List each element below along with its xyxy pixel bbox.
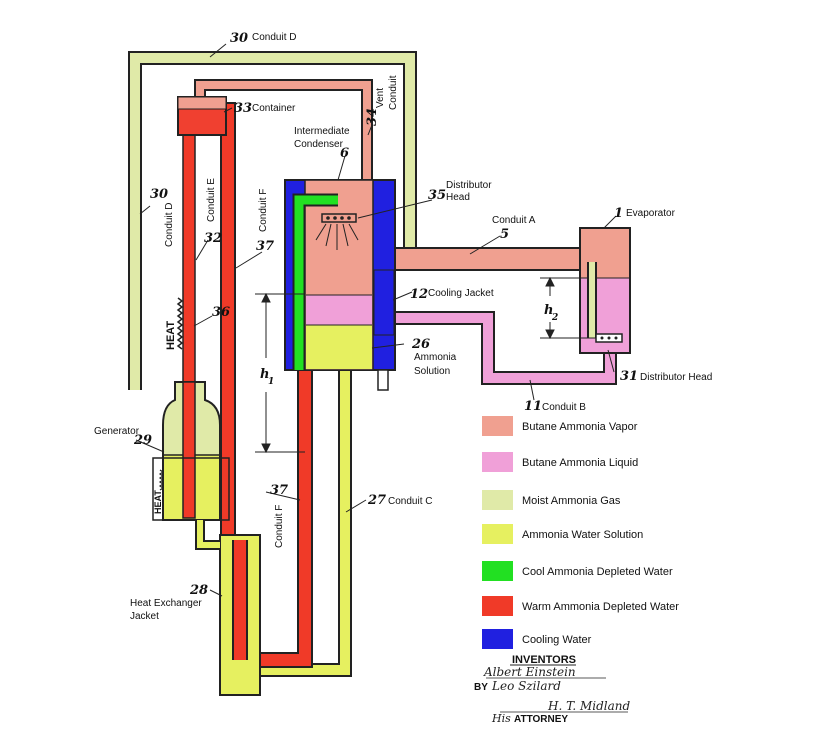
label-conduit-d-top: Conduit D — [252, 32, 296, 43]
label-28-num: 28 — [189, 583, 208, 598]
label-34-num: 34 — [365, 108, 380, 126]
signature-block: INVENTORS Albert Einstein Leo Szilard BY… — [474, 654, 630, 725]
leader-lines — [135, 43, 617, 597]
label-27-num: 27 — [367, 493, 386, 508]
label-conduit-d-left: Conduit D — [164, 203, 175, 247]
signature-attorney: H. T. Midland — [547, 699, 630, 713]
legend-swatch — [482, 596, 513, 616]
legend-swatch — [482, 524, 513, 544]
label-11-num: 11 — [524, 399, 542, 414]
conduit-a — [369, 247, 583, 271]
generator-29 — [152, 381, 230, 521]
label-heat-bottom: HEAT — [153, 490, 163, 514]
label-ammonia: Ammonia — [414, 352, 457, 363]
heat-exchanger-jacket — [195, 520, 261, 696]
label-vent: Vent — [375, 88, 386, 108]
h1-marker — [255, 292, 305, 454]
legend-label: Moist Ammonia Gas — [522, 495, 621, 507]
label-31-num: 31 — [620, 369, 638, 384]
label-inventors: INVENTORS — [512, 654, 576, 666]
label-distributor-head: Head — [446, 192, 470, 203]
legend-label: Ammonia Water Solution — [522, 529, 643, 541]
label-37-top-num: 37 — [256, 239, 274, 254]
label-container: Container — [252, 103, 296, 114]
label-vent-conduit: Conduit — [388, 75, 399, 110]
legend-swatch — [482, 561, 513, 581]
label-37-bottom-num: 37 — [270, 483, 288, 498]
label-cooling-jacket: Cooling Jacket — [428, 288, 494, 299]
legend-label: Butane Ammonia Liquid — [522, 457, 638, 469]
spray-lines — [315, 223, 359, 250]
container-33 — [177, 96, 227, 136]
label-generator: Generator — [94, 426, 140, 437]
label-30-left-num: 30 — [150, 187, 168, 202]
label-hx-line2: Jacket — [130, 611, 159, 622]
label-h2: h — [544, 303, 553, 318]
label-conduit-e: Conduit E — [206, 178, 217, 222]
label-5-num: 5 — [500, 227, 509, 242]
label-solution: Solution — [414, 366, 450, 377]
vent-conduit — [194, 79, 373, 180]
signature-inventor-1: Albert Einstein — [483, 665, 576, 679]
label-conduit-c: Conduit C — [388, 496, 432, 507]
label-conduit-f-bottom: Conduit F — [274, 505, 285, 548]
heat-zigzag-top — [176, 297, 184, 350]
label-36-num: 36 — [212, 305, 230, 320]
label-conduit-b: Conduit B — [542, 402, 586, 413]
legend-label: Butane Ammonia Vapor — [522, 421, 638, 433]
label-6-num: 6 — [340, 146, 349, 161]
label-by: BY — [474, 682, 488, 693]
label-29-num: 29 — [133, 433, 152, 448]
conduit-d-fill — [130, 53, 415, 390]
label-conduit-f-top: Conduit F — [258, 189, 269, 232]
label-12-num: 12 — [410, 287, 428, 302]
conduit-c — [255, 370, 352, 677]
signature-inventor-2: Leo Szilard — [491, 679, 561, 693]
label-30-top-num: 30 — [230, 31, 248, 46]
label-32-num: 32 — [204, 231, 222, 246]
label-his: His — [491, 712, 511, 725]
legend-label: Cooling Water — [522, 634, 592, 646]
legend-swatch — [482, 629, 513, 649]
legend-label: Cool Ammonia Depleted Water — [522, 566, 673, 578]
label-h1: h — [260, 367, 269, 382]
legend-swatch — [482, 416, 513, 436]
label-attorney: ATTORNEY — [514, 714, 568, 725]
label-26-num: 26 — [411, 337, 430, 352]
label-intermediate: Intermediate — [294, 126, 350, 137]
h2-marker — [540, 276, 596, 340]
label-distributor: Distributor — [446, 180, 492, 191]
label-conduit-a: Conduit A — [492, 215, 536, 226]
legend-swatch — [482, 490, 513, 510]
label-evaporator: Evaporator — [626, 208, 676, 219]
label-hx-line1: Heat Exchanger — [130, 598, 202, 609]
evaporator — [579, 227, 631, 354]
label-condenser: Condenser — [294, 139, 344, 150]
label-h2-sub: 2 — [551, 313, 558, 323]
label-heat-top: HEAT — [165, 321, 177, 350]
label-h1-sub: 1 — [268, 377, 274, 387]
legend-swatch — [482, 452, 513, 472]
intermediate-condenser — [284, 179, 396, 391]
label-33-num: 33 — [234, 101, 252, 116]
conduit-b — [358, 311, 617, 385]
label-35-num: 35 — [428, 188, 446, 203]
legend-label: Warm Ammonia Depleted Water — [522, 601, 679, 613]
label-1-num: 1 — [614, 206, 623, 221]
heat-zigzag-bottom — [158, 469, 165, 491]
label-distributor-head-right: Distributor Head — [640, 372, 712, 383]
